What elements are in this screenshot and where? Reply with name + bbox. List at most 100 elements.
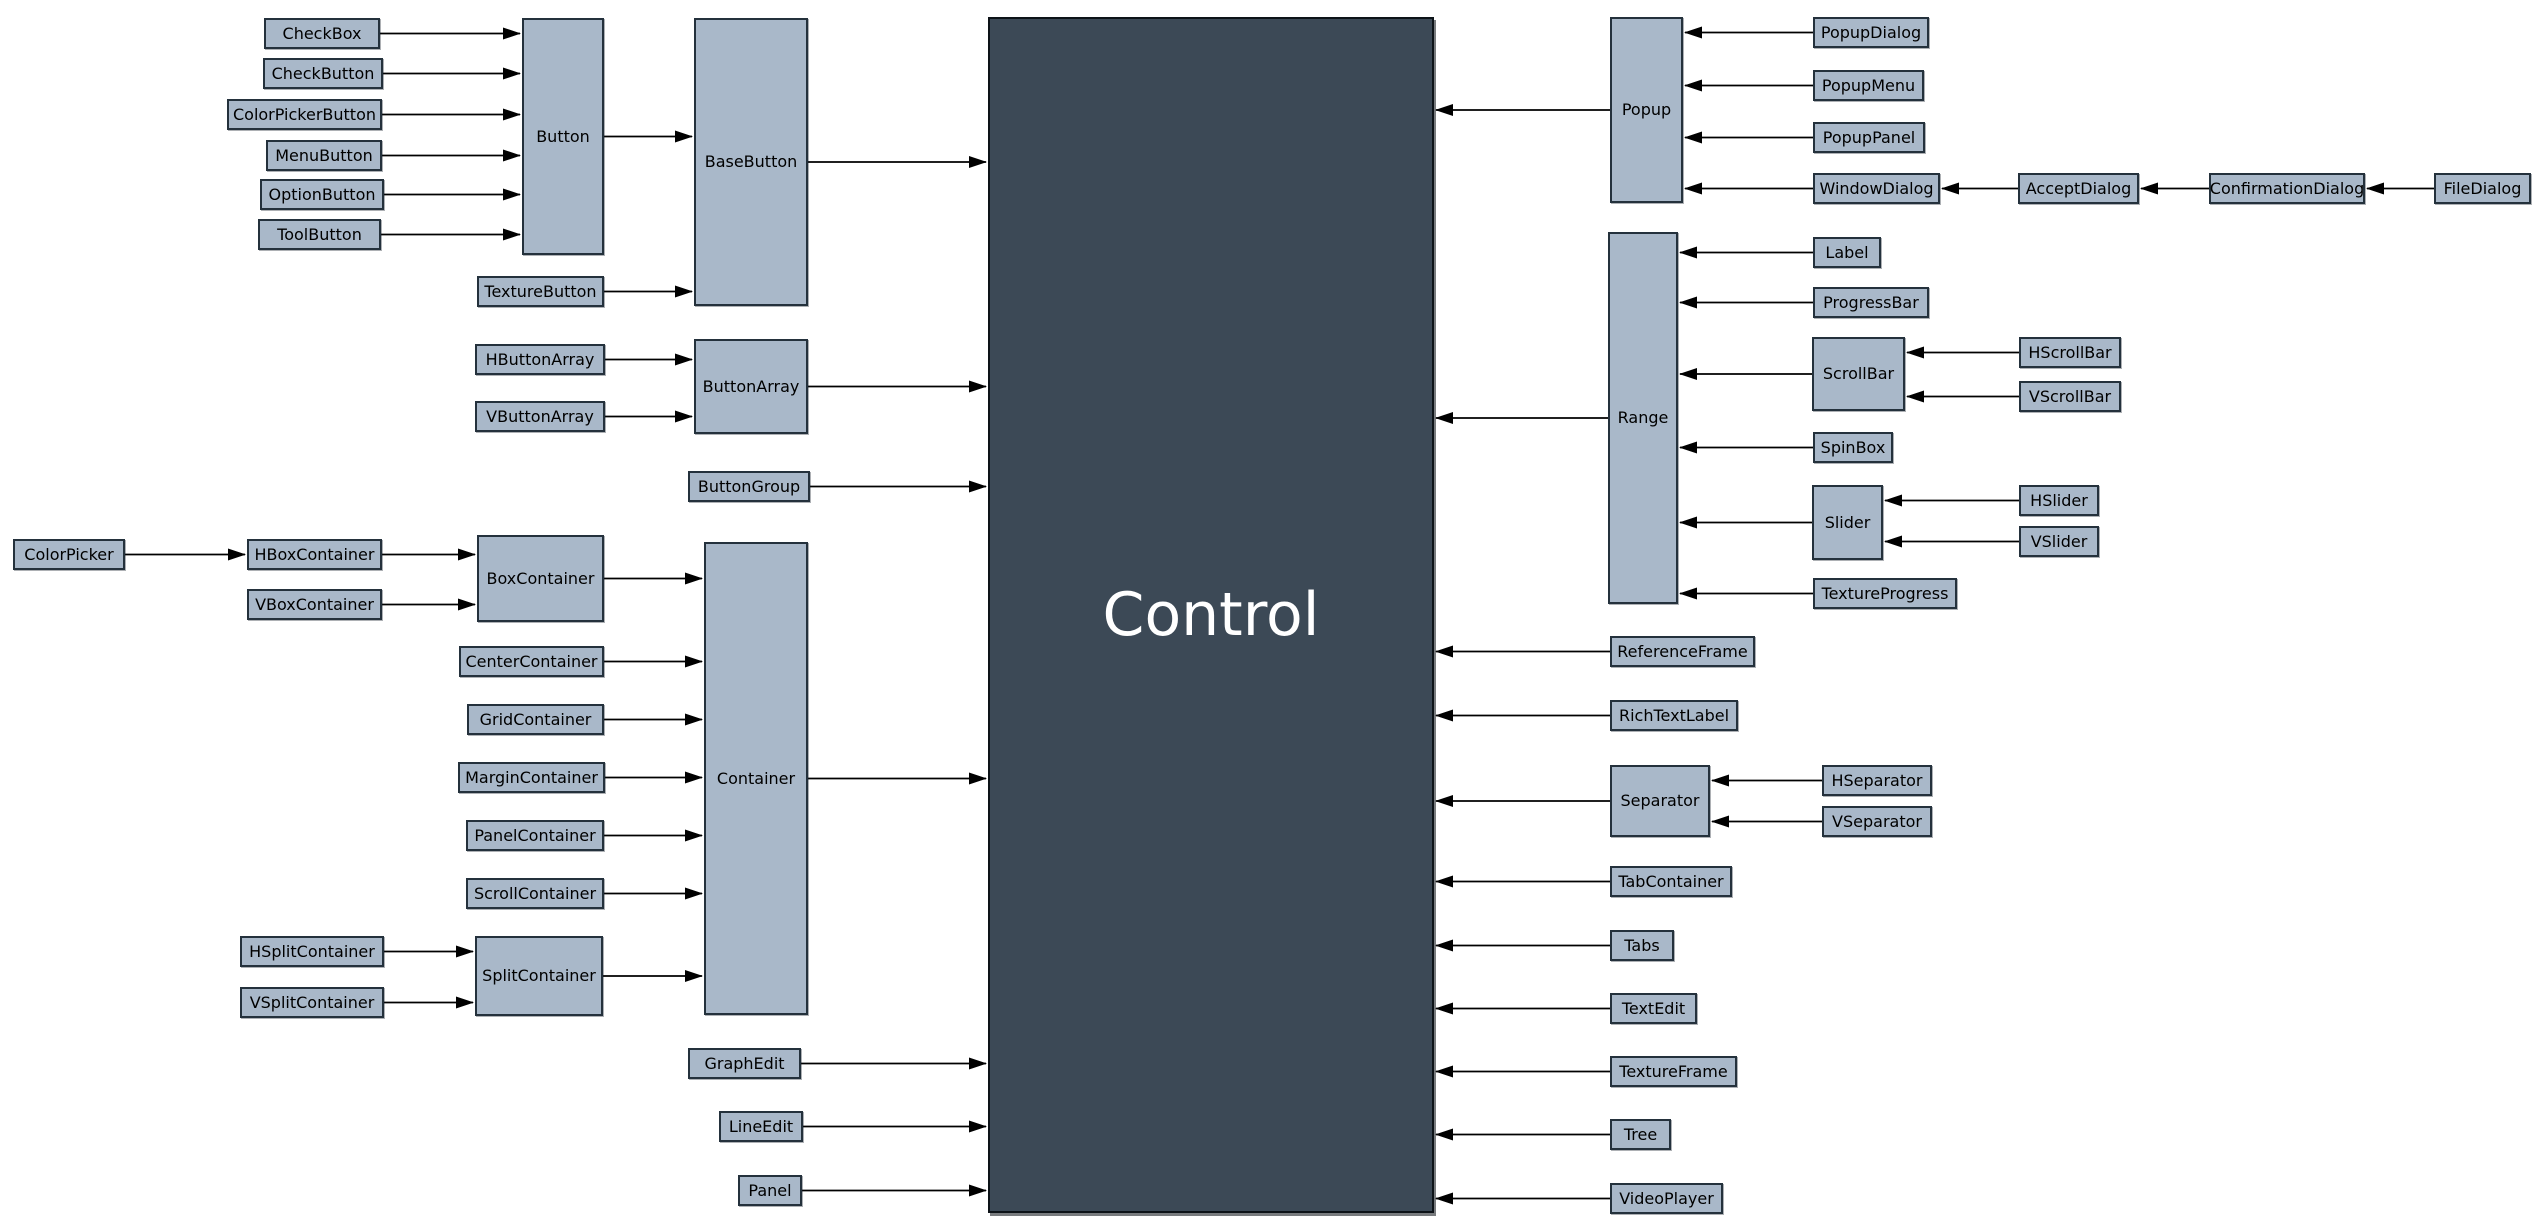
- node-label: RichTextLabel: [1618, 705, 1730, 725]
- node-label: Separator: [1620, 791, 1700, 810]
- node-textureframe: TextureFrame: [1610, 1056, 1737, 1087]
- node-label: ButtonGroup: [697, 476, 801, 496]
- node-tree: Tree: [1610, 1119, 1671, 1150]
- node-label: BaseButton: [704, 152, 798, 171]
- node-popuppanel: PopupPanel: [1813, 122, 1925, 153]
- node-label: PopupPanel: [1822, 127, 1916, 147]
- node-label: ButtonArray: [702, 376, 800, 396]
- node-panel: Panel: [738, 1175, 802, 1206]
- node-label: Label: [1825, 242, 1869, 262]
- node-hslider: HSlider: [2019, 485, 2099, 516]
- node-scrollcontainer: ScrollContainer: [466, 878, 604, 909]
- node-splitcontainer: SplitContainer: [475, 936, 603, 1016]
- node-vbuttonarray: VButtonArray: [475, 401, 605, 432]
- node-centercontainer: CenterContainer: [459, 646, 604, 677]
- node-graphedit: GraphEdit: [688, 1048, 801, 1079]
- node-panelcontainer: PanelContainer: [466, 820, 604, 851]
- node-label: HScrollBar: [2028, 342, 2112, 362]
- node-label: PopupDialog: [1820, 22, 1922, 42]
- node-toolbutton: ToolButton: [258, 219, 381, 250]
- node-label: VBoxContainer: [255, 594, 374, 614]
- node-label: ConfirmationDialog: [2209, 178, 2365, 198]
- node-label: CenterContainer: [465, 651, 598, 671]
- node-label: VideoPlayer: [1619, 1188, 1714, 1208]
- node-label: CheckBox: [282, 23, 362, 43]
- node-label: AcceptDialog: [2025, 178, 2132, 198]
- node-label: PopupMenu: [1821, 75, 1916, 95]
- node-label: GraphEdit: [704, 1053, 785, 1073]
- node-label: ScrollBar: [1822, 364, 1895, 383]
- node-label: ReferenceFrame: [1617, 641, 1748, 661]
- node-label: HBoxContainer: [254, 544, 375, 564]
- node-label: Container: [716, 768, 796, 788]
- node-label: HSplitContainer: [249, 941, 375, 961]
- node-hbuttonarray: HButtonArray: [475, 344, 605, 375]
- node-vscrollbar: VScrollBar: [2019, 381, 2121, 412]
- node-vboxcontainer: VBoxContainer: [247, 589, 382, 620]
- node-textedit: TextEdit: [1610, 993, 1697, 1024]
- node-label: Slider: [1824, 512, 1871, 532]
- node-label: TextureFrame: [1619, 1061, 1728, 1081]
- node-range: Range: [1608, 232, 1678, 604]
- node-label: VSplitContainer: [249, 992, 375, 1012]
- node-label: VScrollBar: [2028, 386, 2112, 406]
- node-label: Control: [1102, 580, 1320, 650]
- node-label: PanelContainer: [474, 825, 596, 845]
- node-lineedit: LineEdit: [719, 1111, 803, 1142]
- node-label: VSlider: [2030, 531, 2088, 551]
- node-vseparator: VSeparator: [1822, 806, 1932, 837]
- node-label: LineEdit: [728, 1116, 794, 1136]
- node-label: TextEdit: [1621, 998, 1686, 1018]
- node-label: MarginContainer: [465, 767, 598, 787]
- node-colorpicker: ColorPicker: [13, 539, 125, 570]
- node-basebutton: BaseButton: [694, 18, 808, 306]
- node-label: SplitContainer: [482, 966, 596, 985]
- node-tabs: Tabs: [1610, 930, 1674, 961]
- node-hseparator: HSeparator: [1822, 765, 1932, 796]
- node-gridcontainer: GridContainer: [467, 704, 604, 735]
- node-label: VSeparator: [1832, 811, 1922, 831]
- node-label: HButtonArray: [485, 349, 595, 369]
- node-label: WindowDialog: [1819, 178, 1934, 198]
- node-acceptdialog: AcceptDialog: [2018, 173, 2139, 204]
- node-checkbutton: CheckButton: [263, 58, 383, 89]
- node-label: Range: [1617, 408, 1669, 427]
- node-scrollbar: ScrollBar: [1812, 337, 1905, 411]
- node-label: ColorPickerButton: [232, 104, 377, 124]
- node-boxcontainer: BoxContainer: [477, 535, 604, 622]
- node-progressbar: ProgressBar: [1813, 287, 1929, 318]
- node-textureprogress: TextureProgress: [1813, 578, 1957, 609]
- node-label: ToolButton: [277, 224, 362, 244]
- node-label: MenuButton: [275, 145, 373, 165]
- node-vslider: VSlider: [2019, 526, 2099, 557]
- node-buttongroup: ButtonGroup: [688, 471, 810, 502]
- node-label: VButtonArray: [486, 406, 594, 426]
- node-label: Label: [1813, 237, 1881, 268]
- node-label: HSeparator: [1831, 770, 1923, 790]
- node-tabcontainer: TabContainer: [1610, 866, 1732, 897]
- node-slider: Slider: [1812, 485, 1883, 560]
- node-hscrollbar: HScrollBar: [2019, 337, 2121, 368]
- node-label: CheckButton: [271, 63, 375, 83]
- node-confirmationdialog: ConfirmationDialog: [2209, 173, 2365, 204]
- node-container: Container: [704, 542, 808, 1015]
- node-hboxcontainer: HBoxContainer: [247, 539, 382, 570]
- node-optionbutton: OptionButton: [260, 179, 384, 210]
- node-richtextlabel: RichTextLabel: [1610, 700, 1738, 731]
- node-label: TextureProgress: [1821, 583, 1949, 603]
- node-label: ScrollContainer: [473, 883, 597, 903]
- node-popupmenu: PopupMenu: [1813, 70, 1924, 101]
- node-hsplitcontainer: HSplitContainer: [240, 936, 384, 967]
- node-videoplayer: VideoPlayer: [1610, 1183, 1723, 1214]
- node-separator: Separator: [1610, 765, 1710, 837]
- node-popupdialog: PopupDialog: [1813, 17, 1929, 48]
- node-margincontainer: MarginContainer: [458, 762, 605, 793]
- node-label: FileDialog: [2443, 178, 2522, 198]
- node-label: HSlider: [2030, 490, 2088, 510]
- node-label: Panel: [748, 1180, 792, 1200]
- node-vsplitcontainer: VSplitContainer: [240, 987, 384, 1018]
- node-popup: Popup: [1610, 17, 1683, 203]
- node-menubutton: MenuButton: [266, 140, 382, 171]
- node-label: BoxContainer: [486, 568, 595, 588]
